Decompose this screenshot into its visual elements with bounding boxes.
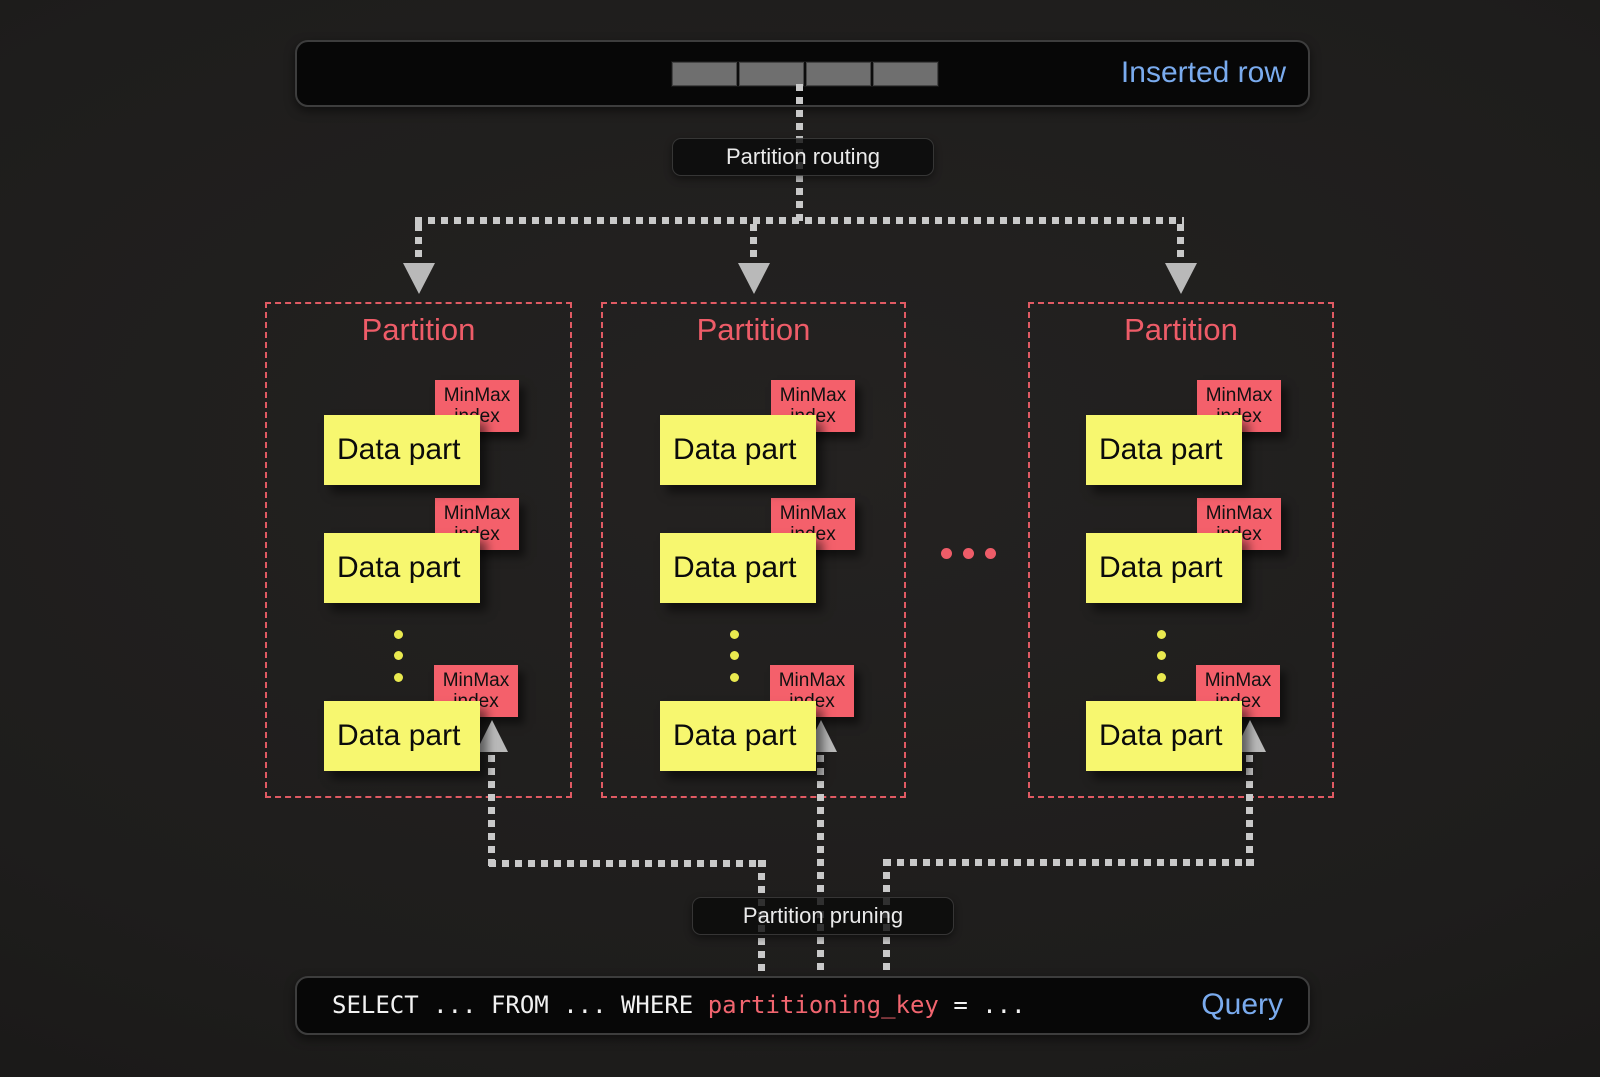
more-parts-dot: [394, 673, 403, 682]
minmax-line1: MinMax: [1205, 385, 1273, 406]
data-part-label: Data part: [673, 551, 797, 584]
query-box: SELECT ... FROM ... WHERE partitioning_k…: [295, 976, 1310, 1035]
partition-routing-text: Partition routing: [725, 144, 881, 169]
more-parts-dot: [1157, 651, 1166, 660]
inserted-row-box: Inserted row: [295, 40, 1310, 107]
data-part-label: Data part: [337, 551, 461, 584]
row-cell: [806, 62, 871, 86]
minmax-line1: MinMax: [442, 670, 510, 691]
data-part: Data part: [1086, 533, 1242, 603]
partition-box-3: Partition MinMax index Data part MinMax …: [1028, 302, 1334, 798]
query-label: Query: [1201, 988, 1283, 1021]
row-cell: [739, 62, 804, 86]
sql-statement: SELECT ... FROM ... WHERE partitioning_k…: [332, 991, 1026, 1019]
sql-partitioning-key: partitioning_key: [707, 991, 939, 1019]
ellipsis-dot: [963, 548, 974, 559]
row-cell: [873, 62, 938, 86]
more-parts-dot: [1157, 673, 1166, 682]
minmax-line1: MinMax: [443, 385, 511, 406]
data-part-label: Data part: [673, 433, 797, 466]
data-part: Data part: [324, 701, 480, 771]
more-parts-dot: [730, 630, 739, 639]
more-parts-dot: [730, 673, 739, 682]
partition-pruning-label: Partition pruning: [692, 897, 954, 935]
row-cell: [672, 62, 737, 86]
data-part-label: Data part: [337, 719, 461, 752]
pruning-line-middle-vertical: [817, 755, 824, 976]
distribution-line: [415, 217, 1184, 224]
ellipsis-dot: [941, 548, 952, 559]
pruning-line-left-horizontal: [489, 860, 766, 867]
data-part-label: Data part: [1099, 719, 1223, 752]
partition-title: Partition: [1124, 312, 1238, 347]
drop-line-left: [415, 224, 422, 264]
arrow-down-middle-icon: [738, 263, 770, 294]
minmax-line1: MinMax: [443, 503, 511, 524]
data-part: Data part: [324, 415, 480, 485]
partition-title: Partition: [361, 312, 476, 347]
data-part-label: Data part: [1099, 551, 1223, 584]
data-part-label: Data part: [1099, 433, 1223, 466]
more-parts-dot: [394, 630, 403, 639]
minmax-line1: MinMax: [1204, 670, 1272, 691]
more-parts-dot: [730, 651, 739, 660]
sql-prefix: SELECT ... FROM ... WHERE: [332, 991, 708, 1019]
data-part: Data part: [660, 701, 816, 771]
data-part: Data part: [1086, 415, 1242, 485]
data-part-label: Data part: [673, 719, 797, 752]
data-part-label: Data part: [337, 433, 461, 466]
minmax-line1: MinMax: [778, 670, 846, 691]
partition-routing-label: Partition routing: [672, 138, 934, 176]
minmax-line1: MinMax: [779, 385, 847, 406]
partitions-ellipsis: [941, 548, 996, 559]
data-part: Data part: [324, 533, 480, 603]
minmax-line1: MinMax: [1205, 503, 1273, 524]
partition-box-2: Partition MinMax index Data part MinMax …: [601, 302, 906, 798]
pruning-line-left-vertical: [488, 755, 495, 867]
minmax-line1: MinMax: [779, 503, 847, 524]
drop-line-middle: [750, 224, 757, 264]
pruning-line-right-vertical: [1246, 755, 1253, 866]
drop-line-right: [1177, 224, 1184, 264]
arrow-down-left-icon: [403, 263, 435, 294]
more-parts-dot: [394, 651, 403, 660]
pruning-line-right-horizontal: [884, 859, 1254, 866]
data-part: Data part: [1086, 701, 1242, 771]
data-part: Data part: [660, 415, 816, 485]
arrow-up-left-icon: [476, 720, 508, 752]
partition-box-1: Partition MinMax index Data part MinMax …: [265, 302, 572, 798]
data-part: Data part: [660, 533, 816, 603]
partition-pruning-text: Partition pruning: [742, 903, 904, 928]
more-parts-dot: [1157, 630, 1166, 639]
ellipsis-dot: [985, 548, 996, 559]
partition-title: Partition: [696, 312, 811, 347]
arrow-down-right-icon: [1165, 263, 1197, 294]
inserted-row-bar: [671, 61, 939, 87]
inserted-row-label: Inserted row: [1120, 56, 1286, 89]
sql-suffix: = ...: [938, 991, 1026, 1019]
